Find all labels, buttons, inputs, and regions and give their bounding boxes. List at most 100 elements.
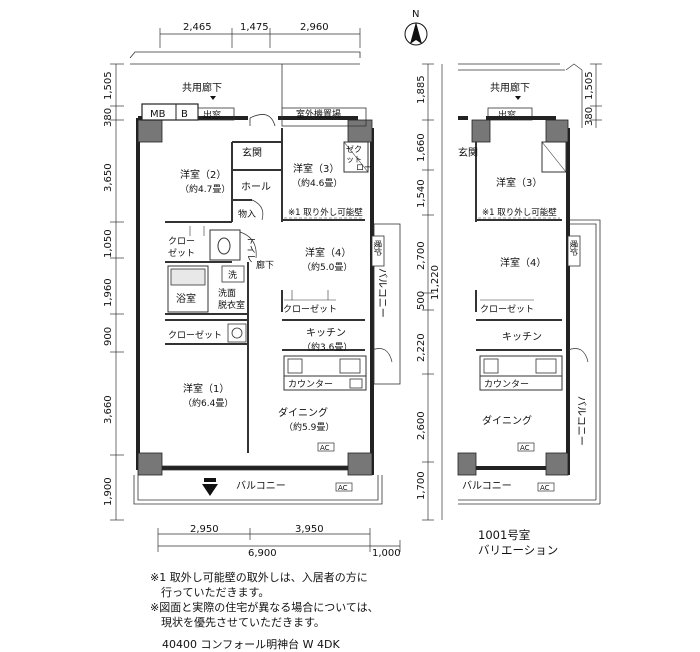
ac-label-2: AC	[338, 484, 348, 492]
variation-plan: 共用廊下 出窓 1,505 380	[457, 63, 602, 505]
var-room4: 洋室（4）	[500, 256, 546, 269]
right-dim-3: 1,540	[416, 179, 427, 208]
b-label: B	[181, 109, 188, 120]
top-dim-3: 2,960	[300, 22, 329, 33]
main-right-dim-labels: 1,885 1,660 1,540 2,700 500 2,220 2,600 …	[416, 75, 441, 500]
left-dim-5: 1,960	[103, 278, 114, 307]
footer-title: 40400 コンフォール明神台 W 4DK	[162, 638, 340, 651]
right-dim-2: 1,660	[416, 133, 427, 162]
danro-label: 暖炉	[373, 240, 383, 256]
corridor-label: 共用廊下	[182, 81, 222, 94]
ac-label-1: AC	[320, 444, 330, 452]
var-ac-1: AC	[520, 444, 530, 452]
room3-size: （約4.6畳）	[292, 177, 342, 189]
senmen-label: 洗面	[218, 287, 236, 299]
top-dim-2: 1,475	[240, 22, 269, 33]
counter-label: カウンター	[288, 379, 333, 390]
rouka-label: 廊下	[256, 259, 274, 271]
var-balcony-right: バルコニー	[575, 396, 587, 446]
main-plan: MB B 出窓 共用廊下 室外機置場	[129, 51, 401, 505]
north-label: N	[412, 9, 419, 20]
closet-r3-1: ゼク	[346, 144, 362, 154]
bottom-dim-2: 3,950	[295, 524, 324, 535]
bath-label: 浴室	[176, 292, 196, 305]
closet-room4: クローゼット	[283, 303, 337, 315]
main-left-dimension	[110, 63, 124, 521]
right-dim-7: 2,600	[416, 411, 427, 440]
north-arrow-icon: N	[404, 9, 428, 46]
storage-label: 物入	[238, 208, 256, 220]
bottom-dim-extra: 1,000	[372, 548, 401, 559]
outdoor-unit-label: 室外機置場	[296, 108, 341, 120]
note-2: ※図面と実際の住宅が異なる場合については、 現状を優先させていただきます。	[150, 600, 379, 630]
balcony-right-label: バルコニー	[376, 268, 388, 318]
top-dim-1: 2,465	[183, 22, 212, 33]
main-bottom-dimension	[157, 528, 401, 552]
variation-caption-line2: バリエーション	[478, 543, 559, 557]
note-1: ※1 取外し可能壁の取外しは、入居者の方に 行っていただきます。	[150, 570, 368, 600]
note-1-line1: ※1 取外し可能壁の取外しは、入居者の方に	[150, 571, 368, 584]
hall-label: ホール	[241, 181, 271, 193]
demado-left: 出窓	[203, 109, 221, 121]
right-dim-4: 2,700	[416, 241, 427, 270]
right-dim-1: 1,885	[416, 75, 427, 104]
bottom-dim-total: 6,900	[248, 548, 277, 559]
variation-caption: 1001号室 バリエーション	[478, 528, 558, 558]
datsui-label: 脱衣室	[218, 299, 245, 311]
right-dim-total: 11,220	[430, 265, 441, 300]
bottom-dim-1: 2,950	[190, 524, 219, 535]
genkan-label: 玄関	[242, 146, 262, 159]
mb-label: MB	[150, 109, 166, 120]
left-dim-3: 3,650	[103, 163, 114, 192]
closet-room1: クローゼット	[168, 329, 222, 341]
right-dim-6: 2,220	[416, 333, 427, 362]
room3-label: 洋室（3）	[293, 162, 339, 175]
toilet-label: トイレ	[245, 236, 255, 263]
closet-r3-2: ット	[346, 155, 362, 164]
kitchen-size: （約3.6畳）	[302, 341, 352, 353]
room2-size: （約4.7畳）	[180, 183, 230, 195]
closet-r3-3: ロー	[356, 163, 372, 172]
room4-size: （約5.0畳）	[302, 261, 352, 273]
left-dim-1: 1,505	[103, 71, 114, 100]
left-dim-6: 900	[103, 327, 114, 346]
removable-wall-label: ※1 取り外し可能壁	[288, 207, 363, 218]
var-genkan: 玄関	[458, 146, 478, 159]
dining-size: （約5.9畳）	[284, 421, 334, 433]
main-right-dimension	[422, 63, 443, 521]
room4-label: 洋室（4）	[305, 246, 351, 259]
main-left-dim-labels: 1,505 380 3,650 1,050 1,960 900 3,660 1,…	[103, 71, 114, 506]
room1-label: 洋室（1）	[183, 382, 229, 395]
var-room3: 洋室（3）	[496, 176, 542, 189]
room1-size: （約6.4畳）	[183, 397, 233, 409]
var-removable: ※1 取り外し可能壁	[482, 207, 557, 218]
var-ac-2: AC	[540, 484, 550, 492]
closet-left-1: クロー	[168, 236, 195, 247]
kitchen-label: キッチン	[306, 327, 346, 339]
closet-left-2: ゼット	[168, 247, 195, 259]
var-kitchen: キッチン	[502, 331, 542, 343]
left-dim-8: 1,900	[103, 477, 114, 506]
var-right-dim-1: 1,505	[584, 71, 595, 100]
note-2-line2: 現状を優先させていただきます。	[150, 616, 325, 629]
main-top-dimension	[159, 28, 361, 48]
sentaku-label: 洗	[228, 269, 237, 281]
right-dim-5: 500	[416, 291, 427, 310]
var-corridor: 共用廊下	[490, 81, 530, 94]
note-2-line1: ※図面と実際の住宅が異なる場合については、	[150, 601, 379, 614]
note-1-line2: 行っていただきます。	[150, 586, 270, 599]
left-dim-4: 1,050	[103, 229, 114, 258]
var-danro: 暖炉	[569, 240, 579, 256]
var-right-dim-2: 380	[584, 107, 595, 126]
var-closet: クローゼット	[480, 303, 534, 315]
var-dining: ダイニング	[482, 414, 532, 427]
dining-label: ダイニング	[278, 406, 328, 419]
var-balcony-bottom: バルコニー	[462, 480, 512, 492]
balcony-bottom-label: バルコニー	[236, 480, 286, 492]
left-dim-7: 3,660	[103, 395, 114, 424]
variation-caption-line1: 1001号室	[478, 528, 531, 542]
var-counter: カウンター	[484, 379, 529, 390]
left-dim-2: 380	[103, 108, 114, 127]
room2-label: 洋室（2）	[180, 168, 226, 181]
